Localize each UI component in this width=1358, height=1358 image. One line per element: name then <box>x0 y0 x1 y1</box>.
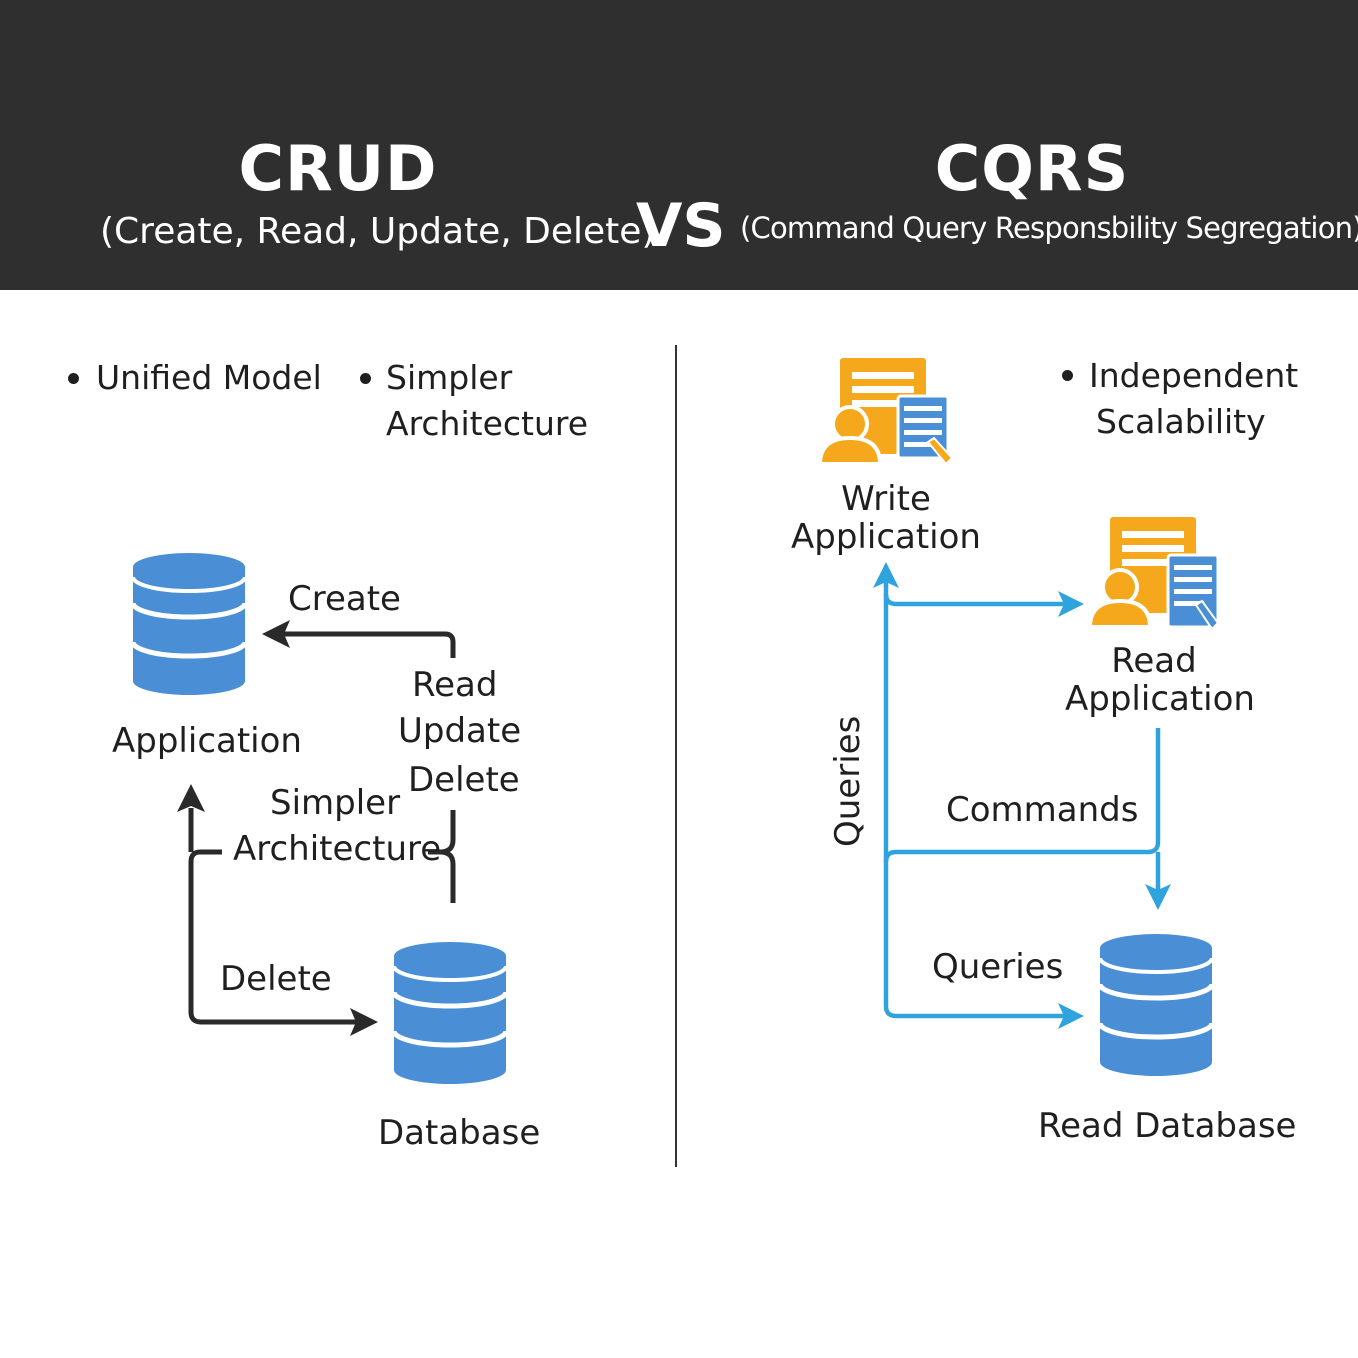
database-icon <box>1097 934 1215 1076</box>
bullet-scalability: Scalability <box>1096 402 1266 441</box>
read-application-icon <box>1087 517 1220 631</box>
queries-label: Queries <box>932 947 1064 987</box>
read-database-label: Read Database <box>1038 1106 1297 1146</box>
cqrs-flow-arrows <box>883 578 1161 1019</box>
crud-application-label: Application <box>112 721 302 761</box>
read-app-label-line2: Application <box>1065 679 1255 719</box>
commands-label: Commands <box>946 790 1139 830</box>
bullet-unified-model: Unified Model <box>96 358 322 397</box>
loop-arrow <box>177 784 378 1036</box>
simpler-label: Simpler <box>270 783 401 823</box>
architecture-brace-arrow <box>428 810 456 903</box>
bullet-dot <box>360 373 371 384</box>
bullet-dot <box>68 373 79 384</box>
database-icon <box>130 553 248 695</box>
queries-vertical-label: Queries <box>828 715 868 847</box>
write-application-icon <box>817 358 954 466</box>
delete-label-bottom: Delete <box>220 959 332 999</box>
database-icon <box>391 942 509 1084</box>
create-label: Create <box>288 579 401 619</box>
cqrs-arrowheads <box>873 562 1171 1029</box>
bullet-architecture: Architecture <box>386 404 589 443</box>
cqrs-subtitle: (Command Query Responsbility Segregation… <box>740 211 1358 245</box>
architecture-label: Architecture <box>233 829 442 869</box>
crud-subtitle: (Create, Read, Update, Delete) <box>100 211 656 252</box>
bullet-dot <box>1062 370 1073 381</box>
vertical-divider <box>675 345 677 1167</box>
update-label: Update <box>398 711 522 751</box>
crud-database-label: Database <box>378 1113 541 1153</box>
crud-title: CRUD <box>238 132 438 205</box>
read-app-label-line1: Read <box>1111 641 1197 681</box>
read-label: Read <box>412 665 498 705</box>
write-app-label-line2: Application <box>791 517 981 557</box>
header-bar <box>0 0 1358 290</box>
bullet-independent: Independent <box>1089 356 1299 395</box>
cqrs-title: CQRS <box>934 132 1130 205</box>
bullet-simpler: Simpler <box>386 358 513 397</box>
delete-label-right: Delete <box>408 760 520 800</box>
create-arrow <box>262 620 456 658</box>
write-app-label-line1: Write <box>841 479 931 519</box>
vs-label: VS <box>636 191 726 261</box>
